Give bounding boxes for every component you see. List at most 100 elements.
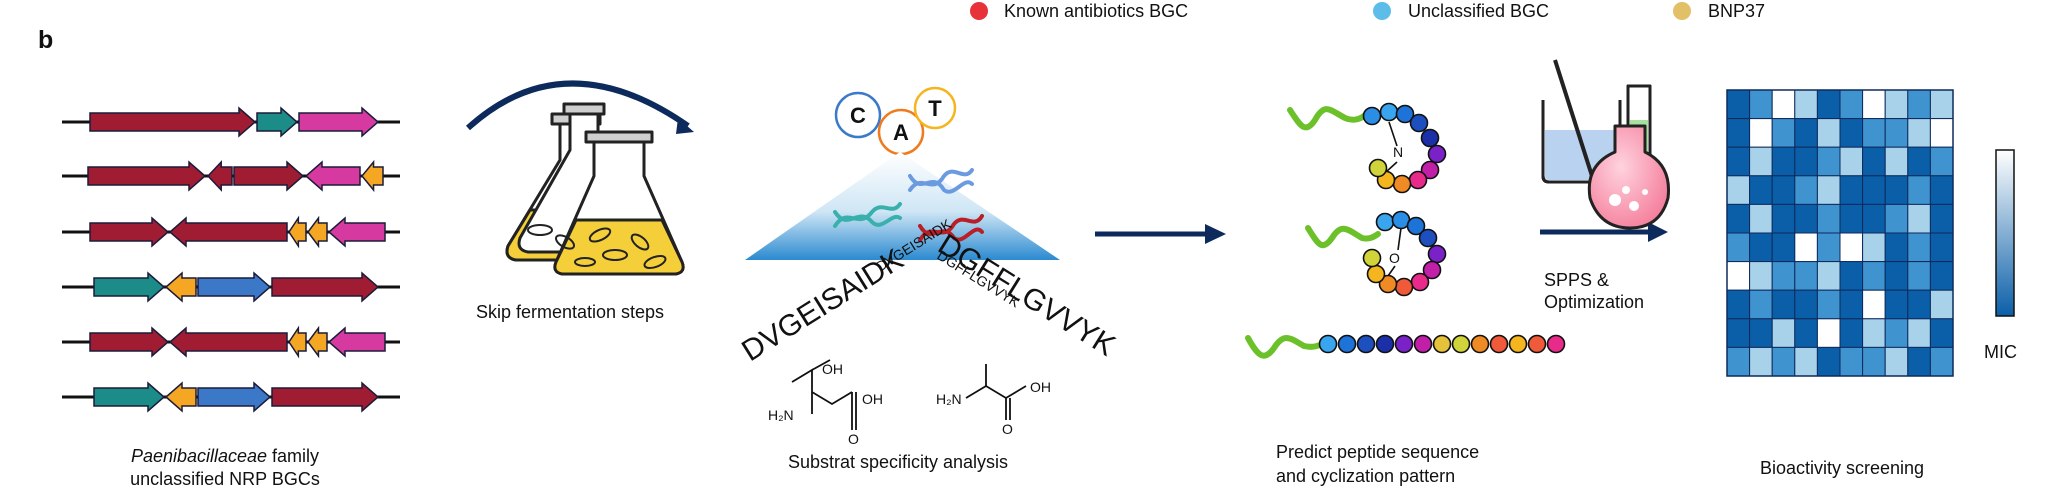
gene-arrow-teal: [93, 381, 166, 413]
heatmap-cell: [1816, 261, 1841, 291]
gene-clusters: [62, 106, 400, 413]
heatmap-cell: [1839, 318, 1864, 348]
heatmap-cell: [1726, 146, 1751, 177]
legend-dot-unclassified: [1373, 2, 1391, 20]
heatmap-cell: [1884, 318, 1909, 348]
heatmap-cell: [1839, 289, 1864, 320]
amino-acid-bead: [1409, 113, 1429, 133]
predict-caption-line2: and cyclization pattern: [1276, 466, 1455, 486]
heatmap-cell: [1907, 232, 1931, 263]
heatmap-cell: [1726, 289, 1751, 320]
amino-acid-bead: [1362, 106, 1382, 126]
amino-acid-bead: [1420, 160, 1440, 180]
heatmap-cell: [1816, 289, 1841, 320]
linker-n: N: [1393, 144, 1403, 160]
amino-acid-bead: [1394, 334, 1414, 354]
heatmap-cell: [1771, 118, 1796, 148]
peptide-tail-2: [1305, 225, 1381, 249]
alanine-structure: [965, 364, 1027, 420]
gene-arrow-teal: [93, 271, 166, 303]
heatmap-cell: [1794, 318, 1818, 348]
heatmap-cell: [1794, 175, 1818, 205]
gene-arrow-red: [89, 216, 170, 248]
heatmap-cell: [1749, 89, 1773, 120]
heatmap-cell: [1794, 146, 1818, 177]
heatmap-cell: [1862, 118, 1886, 148]
heatmap-cell: [1907, 89, 1931, 120]
heatmap-cell: [1749, 318, 1773, 348]
amino-acid-bead: [1413, 334, 1433, 354]
amino-acid-bead: [1395, 104, 1415, 124]
gene-arrow-red: [168, 216, 288, 248]
heatmap-cell: [1749, 203, 1773, 234]
heatmap-cell: [1929, 289, 1954, 320]
gene-arrow-red: [271, 271, 380, 303]
heatmap-cell: [1929, 89, 1954, 120]
heatmap-cell: [1726, 175, 1751, 205]
heatmap-cell: [1771, 232, 1796, 263]
heatmap-cell: [1726, 232, 1751, 263]
gene-arrow-red: [89, 326, 170, 358]
gene-arrow-red: [168, 326, 288, 358]
bgc-caption-line2: unclassified NRP BGCs: [130, 469, 320, 489]
heatmap-cell: [1862, 175, 1886, 205]
heatmap-cell: [1929, 146, 1954, 177]
amino-acid-bead: [1406, 216, 1426, 236]
gene-arrow-red: [87, 160, 207, 192]
amino-acid-bead: [1375, 212, 1395, 232]
thr-nh2: H₂N: [768, 407, 794, 423]
heatmap-cell: [1816, 175, 1841, 205]
gene-arrow-orange: [288, 325, 307, 359]
legend-dot-known: [970, 2, 988, 20]
heatmap-cell: [1929, 318, 1954, 348]
c-domain-label: C: [850, 103, 866, 128]
amino-acid-bead: [1362, 248, 1382, 268]
ala-nh2: H₂N: [936, 391, 962, 407]
spps-label-line2: Optimization: [1544, 292, 1644, 312]
heatmap-cell: [1749, 118, 1773, 148]
heatmap-cell: [1907, 261, 1931, 291]
heatmap-cell: [1749, 175, 1773, 205]
heatmap-cell: [1726, 118, 1751, 148]
legend-dot-bnp37: [1673, 2, 1691, 20]
amino-acid-bead: [1337, 334, 1357, 354]
amino-acid-bead: [1379, 102, 1399, 122]
gene-arrow-magenta: [298, 106, 380, 138]
heatmap-cell: [1794, 118, 1818, 148]
linker-o: O: [1389, 250, 1400, 266]
heatmap-cell: [1771, 175, 1796, 205]
heatmap-cell: [1726, 346, 1751, 377]
heatmap-cell: [1816, 203, 1841, 234]
gene-arrow-orange: [164, 381, 197, 413]
heatmap-cell: [1771, 289, 1796, 320]
heatmap-cell: [1929, 203, 1954, 234]
heatmap-cell: [1816, 318, 1841, 348]
heatmap-cell: [1726, 261, 1751, 291]
heatmap-cell: [1771, 203, 1796, 234]
heatmap-cell: [1794, 89, 1818, 120]
heatmap-cell: [1907, 146, 1931, 177]
heatmap-cell: [1839, 203, 1864, 234]
heatmap-cell: [1862, 289, 1886, 320]
heatmap-cell: [1771, 346, 1796, 377]
gene-arrow-magenta: [327, 216, 386, 248]
gene-arrow-orange: [288, 215, 307, 249]
gene-arrow-orange: [307, 215, 328, 249]
heatmap-cell: [1862, 346, 1886, 377]
legend-label-bnp37: BNP37: [1708, 1, 1765, 21]
legend-label-unclassified: Unclassified BGC: [1408, 1, 1549, 21]
ring-bond-1b: [1385, 161, 1398, 173]
legend-label-known: Known antibiotics BGC: [1004, 1, 1188, 21]
amino-acid-bead: [1394, 277, 1414, 297]
heatmap-cell: [1884, 118, 1909, 148]
dna-icons: [833, 168, 984, 242]
gene-arrow-teal: [256, 106, 299, 138]
curved-arrow: [465, 80, 690, 131]
thr-oh-right: OH: [862, 391, 883, 407]
amino-acid-bead: [1427, 244, 1447, 264]
heatmap-cell: [1884, 261, 1909, 291]
amino-acid-bead: [1368, 158, 1388, 178]
peptide-tail-3: [1245, 335, 1325, 359]
gene-arrow-red: [89, 106, 257, 138]
